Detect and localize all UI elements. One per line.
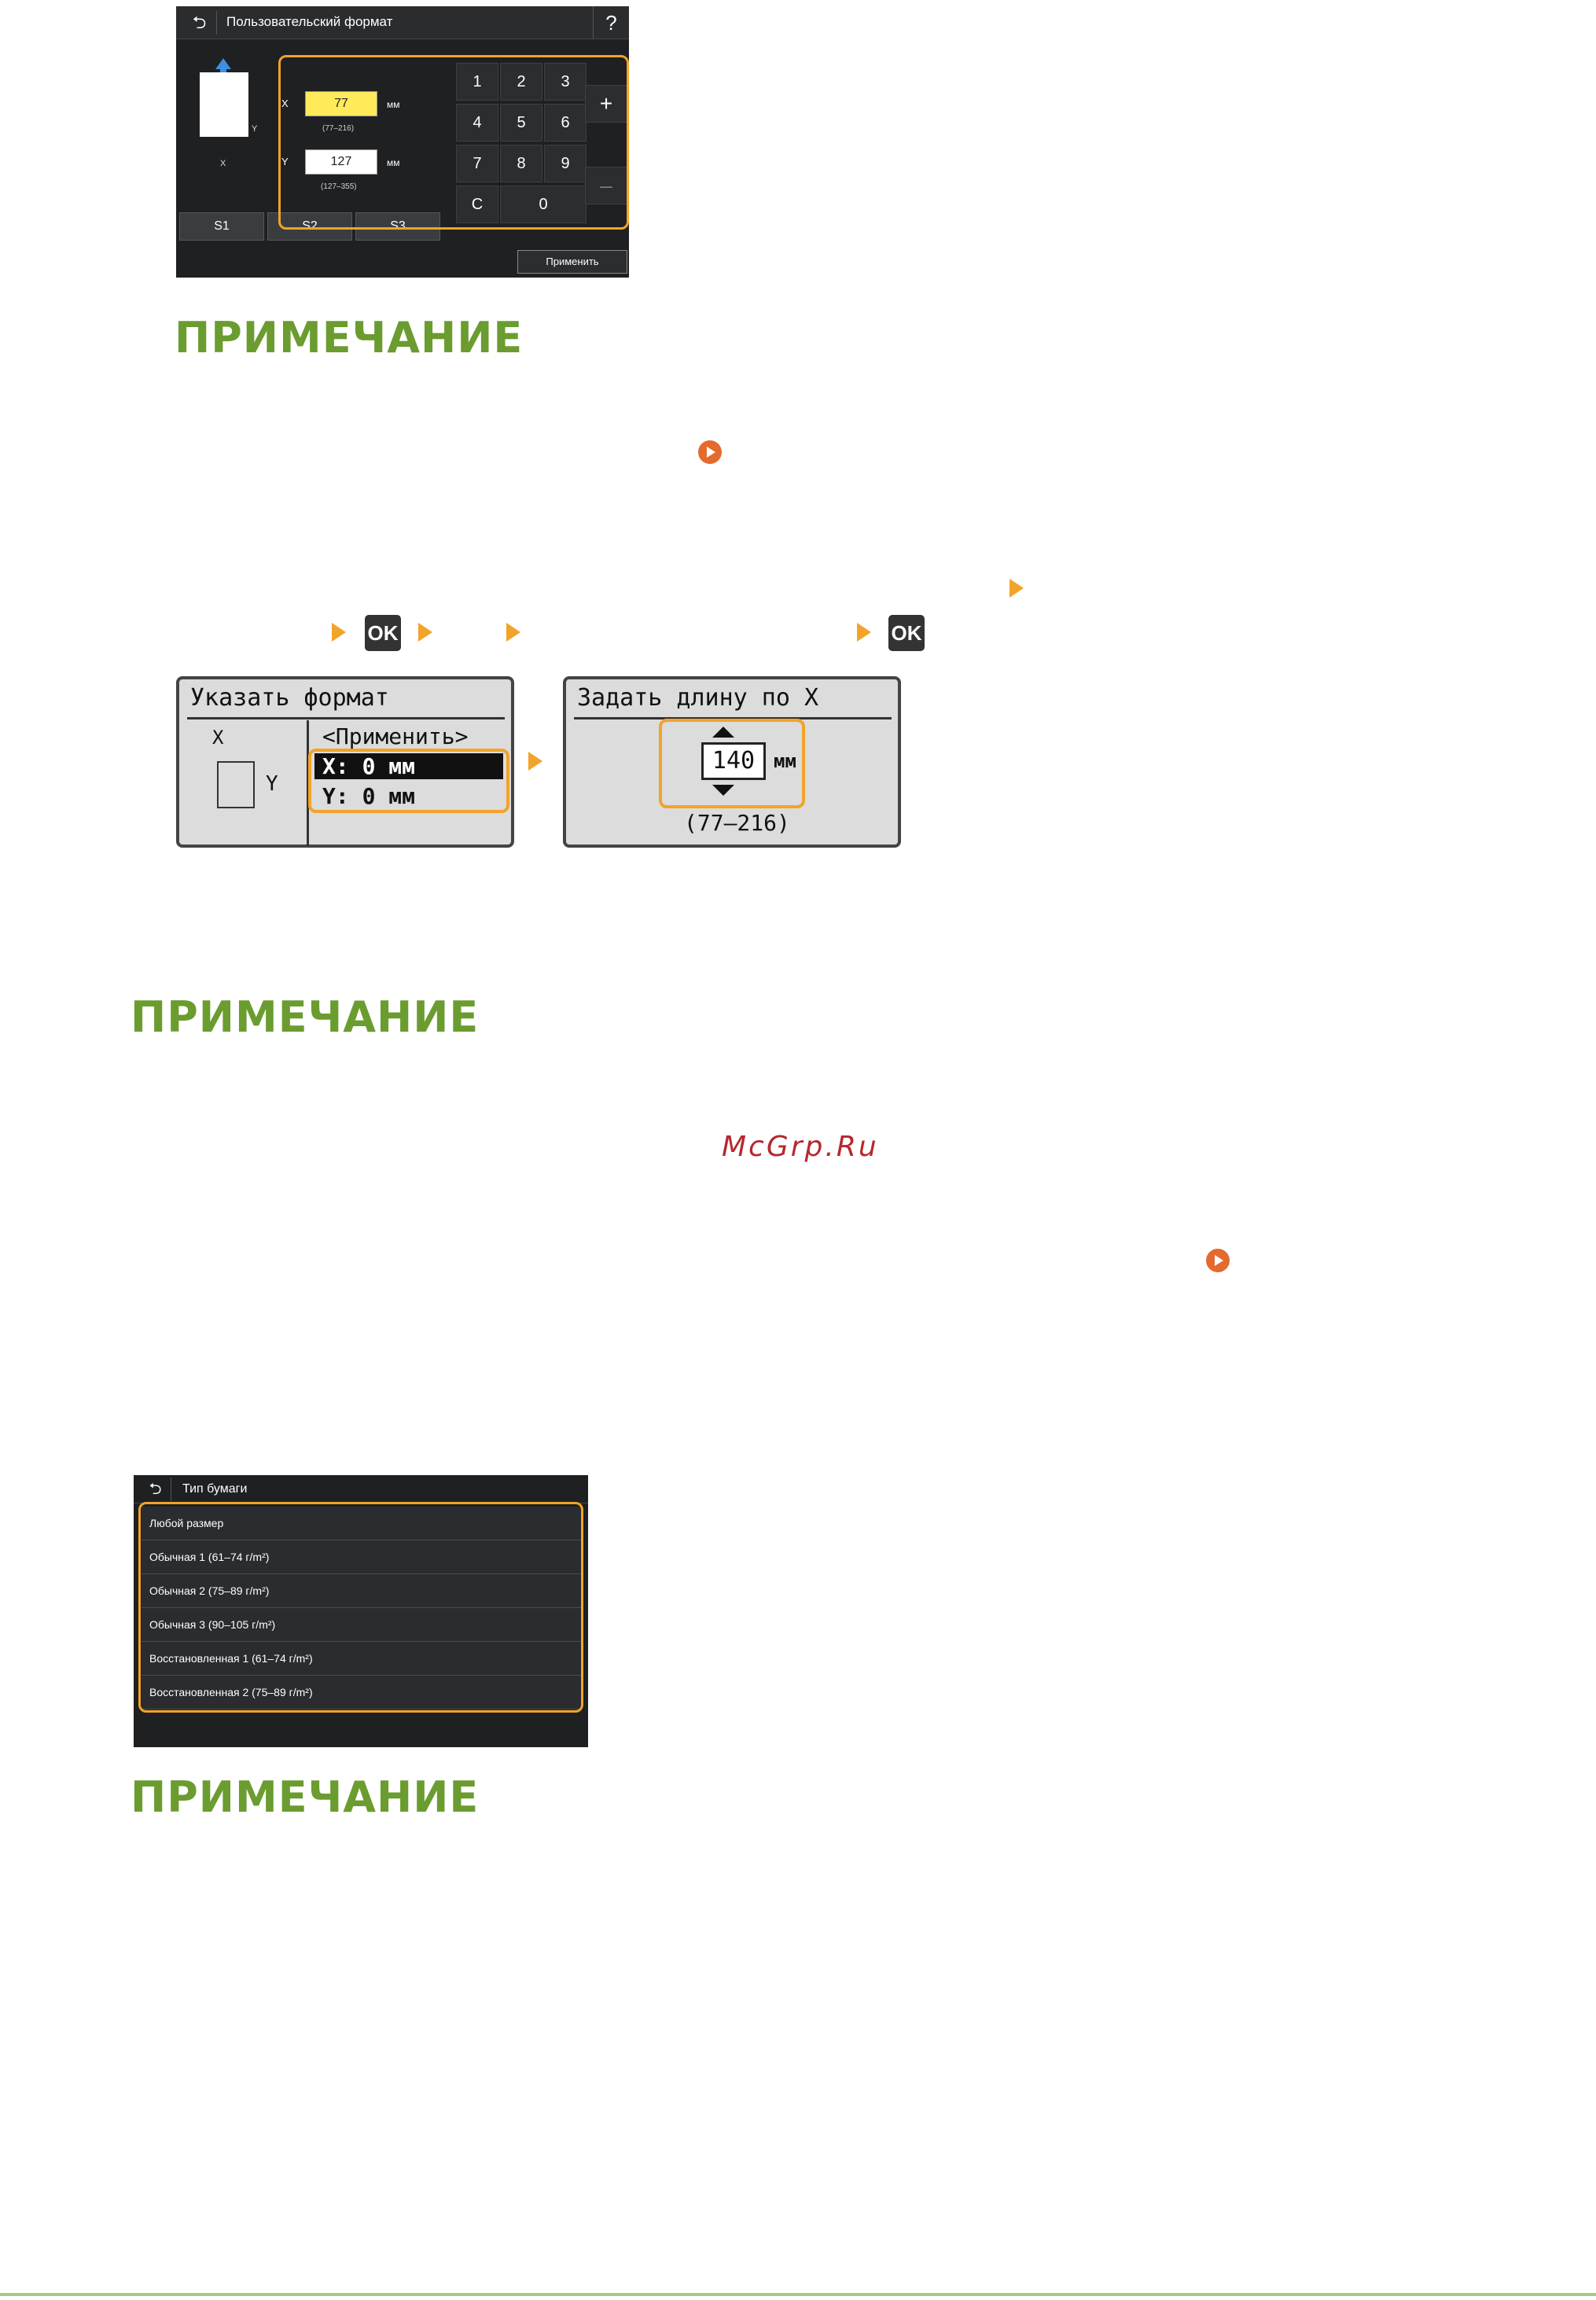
apply-button[interactable]: Применить <box>517 250 627 274</box>
y-size-field[interactable]: 127 <box>305 149 377 175</box>
key-0[interactable]: 0 <box>500 186 587 223</box>
help-icon[interactable]: ? <box>593 6 629 39</box>
lcd-divider <box>187 717 505 719</box>
key-6[interactable]: 6 <box>544 104 587 142</box>
paper-x-axis-label: X <box>220 159 226 168</box>
key-2[interactable]: 2 <box>500 63 542 101</box>
feed-direction-icon <box>215 58 231 69</box>
key-9[interactable]: 9 <box>544 145 587 182</box>
x-size-field[interactable]: 77 <box>305 91 377 116</box>
list-item[interactable]: Восстановленная 2 (75–89 г/m²) <box>142 1676 582 1709</box>
step-arrow-icon <box>332 623 346 642</box>
down-arrow-icon[interactable] <box>712 785 734 796</box>
note-heading-1: ПРИМЕЧАНИЕ <box>175 313 524 362</box>
x-range: (77–216) <box>322 124 355 133</box>
x-label: X <box>281 98 289 109</box>
list-item[interactable]: Обычная 3 (90–105 г/m²) <box>142 1608 582 1642</box>
list-item[interactable]: Обычная 1 (61–74 г/m²) <box>142 1540 582 1574</box>
key-8[interactable]: 8 <box>500 145 542 182</box>
step-arrow-icon <box>857 623 871 642</box>
y-range: (127–355) <box>321 182 357 191</box>
back-icon[interactable]: ⮌ <box>182 11 217 35</box>
paper-y-axis-label: Y <box>252 124 258 134</box>
x-unit: мм <box>387 99 400 110</box>
list-item[interactable]: Восстановленная 1 (61–74 г/m²) <box>142 1642 582 1676</box>
ok-key-icon: OK <box>888 615 925 651</box>
lcd-x-value[interactable]: 140 <box>701 742 766 780</box>
lcd-axis-y: Y <box>266 772 278 796</box>
lcd-divider <box>574 717 892 719</box>
lcd-paper-icon <box>217 761 255 808</box>
ok-key-icon: OK <box>365 615 401 651</box>
screen-title-bar: ⮌ Пользовательский формат ? <box>176 6 629 39</box>
list-highlight-frame <box>138 1502 583 1713</box>
footer-rule <box>0 2293 1596 2296</box>
step-arrow-icon <box>1009 579 1024 598</box>
back-icon[interactable]: ⮌ <box>140 1478 171 1501</box>
key-7[interactable]: 7 <box>456 145 498 182</box>
lcd-title: Задать длину по X <box>577 684 819 712</box>
y-unit: мм <box>387 157 400 168</box>
lcd-y-item[interactable]: Y: 0 мм <box>322 783 416 809</box>
key-4[interactable]: 4 <box>456 104 498 142</box>
lcd-axis-x: X <box>212 727 224 749</box>
note-heading-2: ПРИМЕЧАНИЕ <box>131 992 480 1042</box>
lcd-set-x-length: Задать длину по X 140 мм (77–216) <box>563 676 901 848</box>
key-clear[interactable]: C <box>456 186 498 223</box>
lcd-apply-item[interactable]: <Применить> <box>322 723 469 749</box>
screen-title: Тип бумаги <box>182 1482 248 1496</box>
step-arrow-icon <box>506 623 520 642</box>
note-heading-3: ПРИМЕЧАНИЕ <box>131 1772 480 1822</box>
list-item[interactable]: Любой размер <box>142 1507 582 1540</box>
list-item[interactable]: Обычная 2 (75–89 г/m²) <box>142 1574 582 1608</box>
minus-button[interactable]: – <box>585 167 627 204</box>
lcd-highlight-frame <box>659 719 805 808</box>
lcd-highlight-frame <box>308 749 509 813</box>
paper-type-list: Любой размер Обычная 1 (61–74 г/m²) Обыч… <box>142 1507 582 1709</box>
link-arrow-icon[interactable] <box>1206 1249 1230 1272</box>
lcd-range: (77–216) <box>684 810 790 836</box>
custom-size-screen: ⮌ Пользовательский формат ? Y X X 77 мм … <box>176 6 629 278</box>
y-label: Y <box>281 156 289 167</box>
lcd-title: Указать формат <box>190 684 389 712</box>
size-inputs: X 77 мм (77–216) Y 127 мм (127–355) <box>277 57 432 230</box>
plus-button[interactable]: + <box>585 85 627 123</box>
input-highlight-frame <box>278 55 629 230</box>
lcd-unit: мм <box>774 750 796 772</box>
key-5[interactable]: 5 <box>500 104 542 142</box>
watermark: McGrp.Ru <box>722 1131 879 1163</box>
paper-preview <box>200 72 248 137</box>
lcd-vertical-divider <box>307 720 309 846</box>
s1-button[interactable]: S1 <box>179 212 264 241</box>
screen-title-bar: ⮌ Тип бумаги <box>134 1475 588 1503</box>
link-arrow-icon[interactable] <box>698 440 722 464</box>
step-arrow-icon <box>418 623 432 642</box>
paper-type-screen: ⮌ Тип бумаги Любой размер Обычная 1 (61–… <box>134 1475 588 1747</box>
numeric-keypad: 1 2 3 4 5 6 7 8 9 C 0 <box>456 63 627 228</box>
step-arrow-icon <box>528 752 542 771</box>
key-3[interactable]: 3 <box>544 63 587 101</box>
up-arrow-icon[interactable] <box>712 727 734 738</box>
lcd-x-item[interactable]: X: 0 мм <box>314 753 503 779</box>
lcd-specify-size: Указать формат X Y <Применить> X: 0 мм Y… <box>176 676 514 848</box>
screen-title: Пользовательский формат <box>226 14 393 29</box>
key-1[interactable]: 1 <box>456 63 498 101</box>
